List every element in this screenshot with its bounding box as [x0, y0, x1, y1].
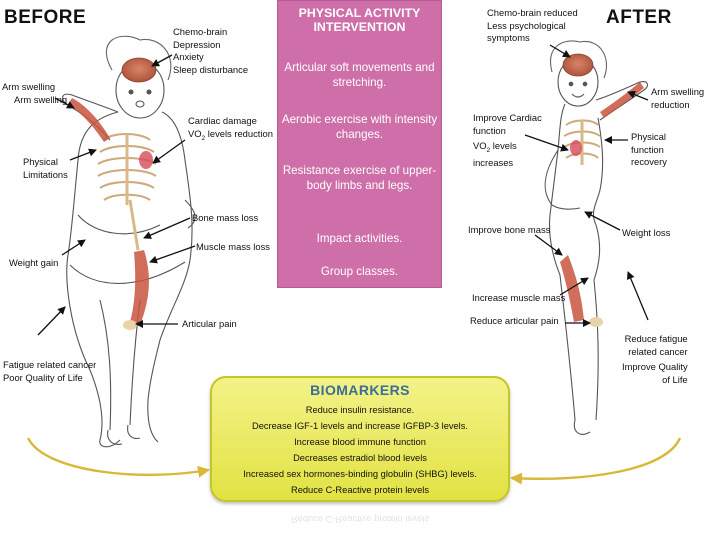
before-label-muscle: Muscle mass loss	[196, 241, 270, 252]
before-label-articular: Articular pain	[182, 318, 237, 329]
physical-activity-intervention-box: PHYSICAL ACTIVITY INTERVENTION Articular…	[277, 0, 442, 288]
after-label-arm: Arm swelling reduction	[651, 86, 705, 110]
biomarkers-reflection-text: Reduce C-Reactive protein levels	[291, 514, 429, 524]
before-label-chemo: Chemo-brain Depression Anxiety Sleep dis…	[173, 26, 249, 75]
before-label-bone: Bone mass loss	[192, 212, 259, 223]
after-label-chemo: Chemo-brain reduced Less psychological s…	[487, 7, 578, 43]
after-heading: AFTER	[606, 7, 672, 28]
after-brain	[562, 53, 594, 77]
intervention-item: Impact activities.	[316, 232, 403, 245]
biomarker-item: Reduce insulin resistance.	[305, 405, 415, 415]
before-brain	[121, 57, 157, 83]
after-knee	[589, 317, 603, 327]
before-arm-muscle	[68, 98, 110, 142]
after-label-muscle: Increase muscle mass	[472, 292, 566, 303]
biomarkers-reflection: Reduce C-Reactive protein levels	[214, 514, 506, 533]
biomarkers-box: BIOMARKERS Reduce insulin resistance. De…	[210, 376, 510, 502]
after-heart	[570, 140, 582, 156]
intervention-item: Aerobic exercise with intensity changes.	[281, 113, 438, 141]
before-heading: BEFORE	[4, 7, 87, 28]
before-label-physical: Physical Limitations	[23, 156, 68, 180]
before-arrows	[37, 54, 196, 336]
after-label-bone: Improve bone mass	[468, 224, 551, 235]
before-knee	[123, 320, 137, 330]
after-leg-muscle	[560, 255, 584, 322]
before-label-cardiac: Cardiac damage VO2 levels reduction	[188, 115, 273, 142]
biomarker-item: Increased sex hormones-binding globulin …	[243, 469, 477, 479]
after-label-fatigue: Reduce fatigue related cancer Improve Qu…	[622, 333, 688, 385]
before-ribcage	[97, 133, 157, 205]
after-label-cardiac: Improve Cardiac function VO2 levels incr…	[473, 112, 542, 169]
before-leg-muscle	[130, 250, 149, 325]
right-gold-arrow	[510, 437, 682, 485]
before-label-weight: Weight gain	[9, 257, 59, 268]
before-spine	[128, 199, 140, 251]
intervention-title: PHYSICAL ACTIVITY INTERVENTION	[298, 6, 421, 34]
intervention-item: Group classes.	[320, 265, 399, 278]
biomarker-item: Decreases estradiol blood levels	[293, 453, 427, 463]
intervention-item: Articular soft movements and stretching.	[284, 61, 435, 89]
after-label-physical: Physical function recovery	[631, 131, 667, 167]
biomarker-item: Increase blood immune function	[294, 437, 426, 447]
biomarkers-title: BIOMARKERS	[310, 382, 410, 398]
before-heart	[139, 151, 153, 169]
biomarker-item: Decrease IGF-1 levels and increase IGFBP…	[252, 421, 468, 431]
left-gold-arrow	[26, 437, 210, 478]
biomarker-item: Reduce C-Reactive protein levels	[291, 485, 429, 495]
before-label-fatigue: Fatigue related cancer Poor Quality of L…	[3, 359, 97, 383]
after-ribcage	[563, 119, 601, 165]
after-arm-muscle	[600, 82, 644, 118]
after-label-articular: Reduce articular pain	[470, 315, 559, 326]
after-arrows	[524, 44, 649, 327]
before-label-arm: Arm swelling Arm swelling	[2, 81, 68, 105]
intervention-item: Resistance exercise of upper-body limbs …	[282, 164, 437, 192]
after-label-weight: Weight loss	[622, 227, 671, 238]
